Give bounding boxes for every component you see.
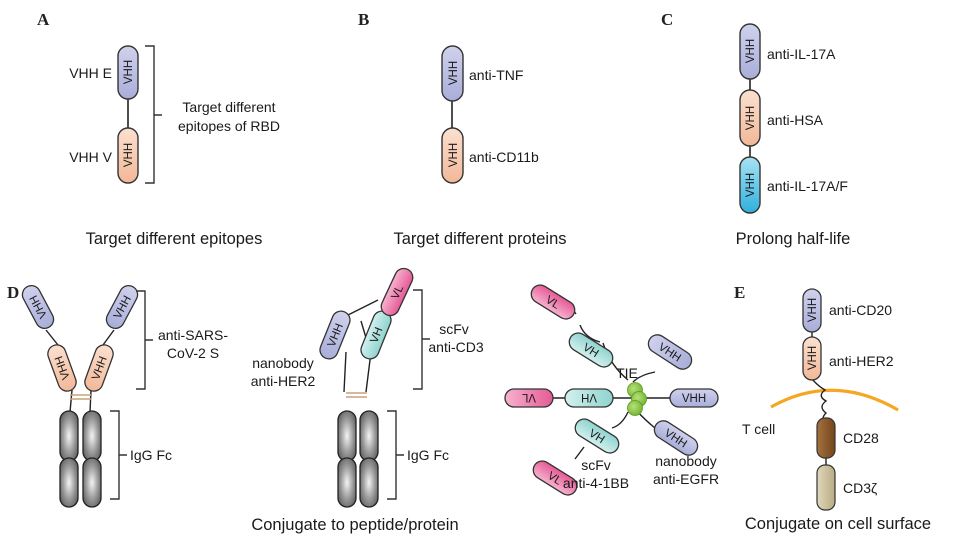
bracket (413, 289, 430, 390)
domain-label: VHH (123, 143, 135, 167)
panel-letter-a: A (37, 10, 50, 29)
bracket-label-line2: epitopes of RBD (178, 118, 280, 134)
vh-domain: VH (568, 332, 614, 368)
label-cd28: CD28 (843, 430, 879, 446)
vhh-domain: VHH (647, 334, 693, 370)
vhh-domain: VHH (653, 420, 699, 456)
domain-label: VHH (448, 61, 460, 85)
caption-d: Conjugate to peptide/protein (251, 516, 458, 534)
bracket (387, 410, 404, 500)
fc-domain (59, 410, 102, 508)
vl-domain: VL (532, 460, 578, 496)
vl-domain: VL (504, 388, 554, 408)
domain-label: VHH (448, 143, 460, 167)
label-nanobody: nanobody (655, 453, 717, 469)
transmembrane-linker (811, 378, 828, 425)
domain-label: VH (581, 391, 597, 403)
vl-domain: VL (530, 284, 576, 320)
label-igg-fc: IgG Fc (130, 447, 172, 463)
caption-b: Target different proteins (393, 230, 566, 248)
panel-a: A VHH VHH VHH E VHH V Target different e… (37, 10, 280, 248)
caption-e: Conjugate on cell surface (745, 515, 931, 533)
vh-domain: VH (360, 310, 392, 360)
bracket (145, 45, 162, 184)
vhh-domain-anti-il17a: VHH (739, 23, 761, 80)
vhh-domain-anti-cd11b: VHH (441, 127, 464, 184)
label-tie: TIE (616, 365, 638, 381)
label-anti-hsa: anti-HSA (767, 112, 824, 128)
panel-letter-c: C (661, 10, 673, 29)
cell-membrane (770, 388, 899, 412)
domain-label: VHH (682, 393, 706, 405)
label-t-cell: T cell (742, 421, 775, 437)
panel-d: D VHH VHH VHH (7, 267, 719, 534)
panel-e: E VHH VHH anti-CD20 anti-HER2 T cell CD2… (734, 283, 931, 533)
vl-domain: VL (380, 267, 414, 317)
domain-label: VL (389, 283, 406, 301)
label-anti-il17af: anti-IL-17A/F (767, 178, 848, 194)
label-vhh-v: VHH V (69, 149, 112, 165)
vhh-domain-anti-tnf: VHH (441, 45, 464, 102)
vhh-domain-anti-il17af: VHH (739, 156, 761, 214)
cd3-zeta-domain (816, 464, 836, 511)
label-cd3-zeta: CD3ζ (843, 480, 877, 496)
label-vhh-e: VHH E (69, 65, 112, 81)
domain-label: VHH (123, 60, 135, 84)
caption-c: Prolong half-life (736, 230, 851, 248)
construct-bivalent-vhh-fc: VHH VHH VHH VHH anti-SA (21, 284, 228, 508)
label-igg-fc: IgG Fc (407, 447, 449, 463)
label-scfv: scFv (581, 457, 611, 473)
domain-label: VHH (745, 173, 757, 197)
panel-b: B VHH VHH anti-TNF anti-CD11b Target dif… (358, 10, 567, 248)
label-anti-tnf: anti-TNF (469, 67, 523, 83)
label-anti-4-1bb: anti-4-1BB (563, 475, 629, 491)
cd28-domain (816, 417, 836, 459)
vhh-domain-e: VHH (117, 45, 139, 100)
label-anti-sars-line2: CoV-2 S (167, 345, 219, 361)
vhh-domain: VHH (21, 284, 55, 330)
domain-label: VHH (745, 106, 757, 130)
bracket (110, 410, 127, 500)
label-scfv: scFv (439, 321, 469, 337)
vhh-domain: VHH (105, 284, 139, 330)
bracket-label-line1: Target different (182, 99, 275, 115)
domain-label: VH (368, 326, 385, 345)
construct-nanobody-scfv-fc: VHH VH VL nanobody anti-HER2 scFv anti-C… (251, 267, 484, 508)
vh-domain: VH (574, 418, 620, 454)
vhh-domain: VHH (84, 344, 114, 392)
vhh-domain-v: VHH (117, 127, 139, 184)
label-anti-cd20: anti-CD20 (829, 302, 892, 318)
label-anti-egfr: anti-EGFR (653, 471, 719, 487)
label-anti-cd3: anti-CD3 (428, 339, 483, 355)
construct-tie-multivalent: TIE VL VH VL VH VH (504, 284, 719, 496)
caption-a: Target different epitopes (86, 230, 263, 248)
label-anti-sars-line1: anti-SARS- (158, 327, 228, 343)
vhh-domain-anti-cd20: VHH (802, 288, 822, 333)
domain-label: VL (521, 391, 536, 403)
domain-label: VHH (745, 39, 757, 63)
domain-label: VHH (807, 346, 819, 370)
panel-letter-d: D (7, 283, 19, 302)
vhh-domain: VHH (47, 344, 77, 392)
label-nanobody: nanobody (252, 355, 314, 371)
bracket (136, 290, 153, 390)
label-anti-her2: anti-HER2 (251, 373, 316, 389)
vhh-domain-anti-her2: VHH (802, 336, 822, 381)
vh-domain: VH (564, 388, 614, 408)
label-anti-her2: anti-HER2 (829, 353, 894, 369)
domain-label: VHH (807, 298, 819, 322)
panel-letter-b: B (358, 10, 369, 29)
panel-c: C VHH VHH VHH anti-IL-17A anti-HSA anti-… (661, 10, 850, 248)
panel-letter-e: E (734, 283, 745, 302)
tie-core (627, 382, 647, 416)
vhh-domain-anti-her2: VHH (319, 310, 351, 360)
label-anti-il17a: anti-IL-17A (767, 46, 836, 62)
vhh-domain: VHH (669, 388, 719, 408)
vhh-domain-anti-hsa: VHH (739, 89, 761, 147)
fc-domain (337, 410, 379, 508)
label-anti-cd11b: anti-CD11b (469, 149, 539, 165)
